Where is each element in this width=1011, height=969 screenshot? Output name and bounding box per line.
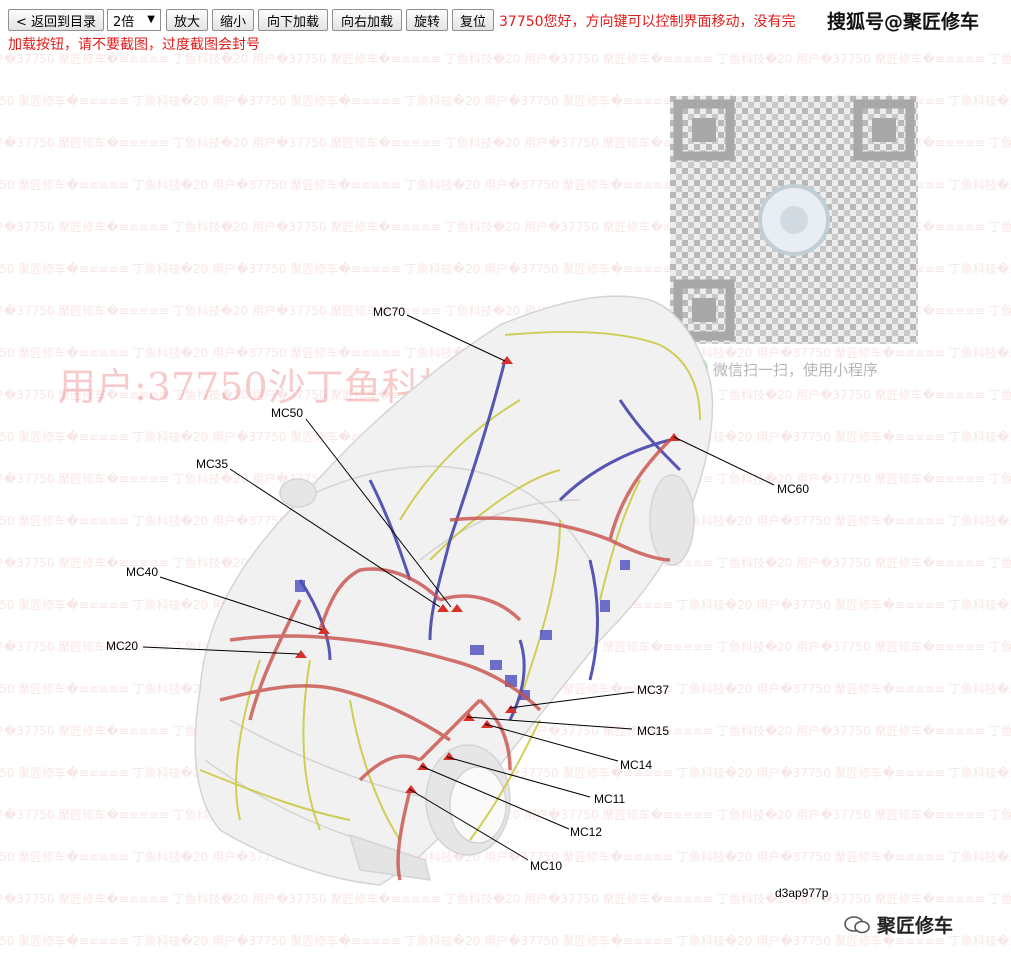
leader-lines: [142, 314, 775, 861]
callout-mc70: MC70: [373, 305, 406, 319]
chevron-down-icon: ▼: [147, 14, 155, 25]
callout-mc35: MC35: [196, 457, 229, 471]
load-down-button[interactable]: 向下加载: [258, 9, 328, 31]
notice-text-line2: 加载按钮，请不要截图，过度截图会封号: [8, 37, 260, 53]
qr-caption: 微信扫一扫，使用小程序: [713, 361, 879, 379]
callout-mc10: MC10: [530, 859, 563, 873]
top-brand-watermark: 搜狐号@聚匠修车: [823, 5, 1011, 35]
callout-mc14: MC14: [620, 758, 653, 772]
zoom-in-button[interactable]: 放大: [166, 9, 208, 31]
figure-id: d3ap977p: [775, 886, 829, 900]
back-to-catalog-button[interactable]: < 返回到目录: [8, 9, 104, 31]
zoom-select[interactable]: 2倍 ▼: [107, 9, 161, 31]
callout-mc11: MC11: [594, 792, 626, 806]
callout-mc15: MC15: [637, 724, 670, 738]
bottom-brand: 聚匠修车: [843, 911, 953, 938]
notice-text: 37750您好，方向键可以控制界面移动，没有完: [499, 14, 796, 30]
reset-button[interactable]: 复位: [452, 9, 494, 31]
blue-harness: [298, 359, 682, 721]
red-harness: [219, 438, 672, 881]
qr-code-icon: [670, 96, 918, 344]
zoom-select-value: 2倍: [113, 14, 135, 30]
callout-mc40: MC40: [126, 565, 159, 579]
callout-mc60: MC60: [777, 482, 810, 496]
rotate-button[interactable]: 旋转: [406, 9, 448, 31]
callout-mc50: MC50: [271, 406, 304, 420]
car-body: [194, 295, 714, 886]
callout-mc37: MC37: [637, 683, 670, 697]
yellow-harness: [199, 331, 701, 841]
toolbar: < 返回到目录 2倍 ▼ 放大 缩小 向下加载 向右加载 旋转 复位 37750…: [0, 0, 1011, 60]
bottom-brand-text: 聚匠修车: [877, 915, 954, 937]
load-right-button[interactable]: 向右加载: [332, 9, 402, 31]
zoom-out-button[interactable]: 缩小: [212, 9, 254, 31]
callout-mc20: MC20: [106, 639, 139, 653]
wechat-logo-icon: [844, 915, 870, 933]
callout-mc12: MC12: [570, 825, 603, 839]
